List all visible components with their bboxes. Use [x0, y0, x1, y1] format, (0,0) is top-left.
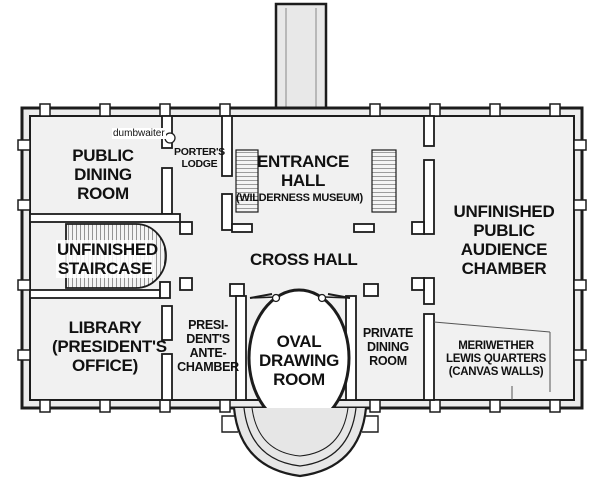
antechamber-line-3: ANTE-: [189, 346, 227, 360]
unfinished-staircase-label: UNFINISHED STAIRCASE: [56, 240, 158, 279]
cross-hall-label: CROSS HALL: [250, 250, 358, 269]
antechamber-label: PRESI- DENT'S ANTE- CHAMBER: [176, 318, 240, 374]
library-label: LIBRARY (PRESIDENT'S OFFICE): [52, 318, 167, 376]
canvas-wall-lines: [433, 321, 551, 400]
antechamber-line-1: PRESI-: [188, 318, 228, 332]
antechamber-line-4: CHAMBER: [177, 360, 239, 374]
interior-walls: [29, 115, 435, 401]
library-line-2: (PRESIDENT'S: [52, 337, 167, 357]
public-dining-room-label: PUBLIC DINING ROOM: [58, 146, 148, 203]
library-line-1: LIBRARY: [68, 318, 142, 337]
audience-chamber-line-2: PUBLIC: [473, 221, 535, 241]
staircase-line-1: UNFINISHED: [56, 240, 158, 260]
audience-chamber-label: UNFINISHED PUBLIC AUDIENCE CHAMBER: [442, 202, 566, 278]
public-dining-line-1: PUBLIC: [72, 146, 134, 165]
audience-chamber-line-1: UNFINISHED: [453, 202, 555, 221]
oval-room-walls: [247, 288, 351, 428]
antechamber-line-2: DENT'S: [186, 332, 230, 346]
wilderness-museum-label: (WILDERNESS MUSEUM): [236, 192, 363, 204]
audience-chamber-line-4: CHAMBER: [461, 259, 547, 279]
dumbwaiter-label: dumbwaiter: [112, 128, 166, 140]
pilasters: [17, 103, 587, 413]
lewis-quarters-label: MERIWETHER LEWIS QUARTERS (CANVAS WALLS): [438, 340, 554, 379]
audience-chamber-line-3: AUDIENCE: [460, 240, 548, 260]
oval-line-1: OVAL: [276, 332, 322, 351]
lewis-line-1: MERIWETHER: [458, 340, 534, 352]
public-dining-line-2: DINING: [74, 165, 132, 185]
private-dining-line-1: PRIVATE: [362, 326, 414, 340]
stair-west: [235, 149, 259, 213]
private-dining-line-3: ROOM: [369, 354, 407, 368]
oval-line-2: DRAWING: [258, 351, 340, 371]
north-passage: [274, 2, 328, 114]
library-line-3: OFFICE): [72, 356, 138, 376]
private-dining-room-label: PRIVATE DINING ROOM: [356, 326, 420, 368]
staircase-line-2: STAIRCASE: [56, 259, 154, 279]
oval-drawing-room-label: OVAL DRAWING ROOM: [254, 332, 344, 389]
private-dining-line-2: DINING: [367, 340, 409, 354]
oval-line-3: ROOM: [273, 370, 325, 390]
lewis-line-2: LEWIS QUARTERS: [446, 352, 546, 365]
public-dining-line-3: ROOM: [77, 184, 129, 204]
entrance-hall-line-1: ENTRANCE: [256, 152, 350, 171]
entrance-hall-label: ENTRANCE HALL: [248, 152, 358, 190]
porters-lodge-line-2: LODGE: [181, 157, 218, 170]
stair-east: [371, 149, 397, 213]
south-portico: [221, 407, 379, 478]
porters-lodge-label: PORTER'S LODGE: [174, 146, 225, 171]
lewis-line-3: (CANVAS WALLS): [448, 365, 544, 378]
porters-lodge-line-1: PORTER'S: [174, 146, 225, 158]
entrance-hall-line-2: HALL: [280, 171, 326, 191]
dumbwaiter-shaft: [164, 132, 176, 144]
